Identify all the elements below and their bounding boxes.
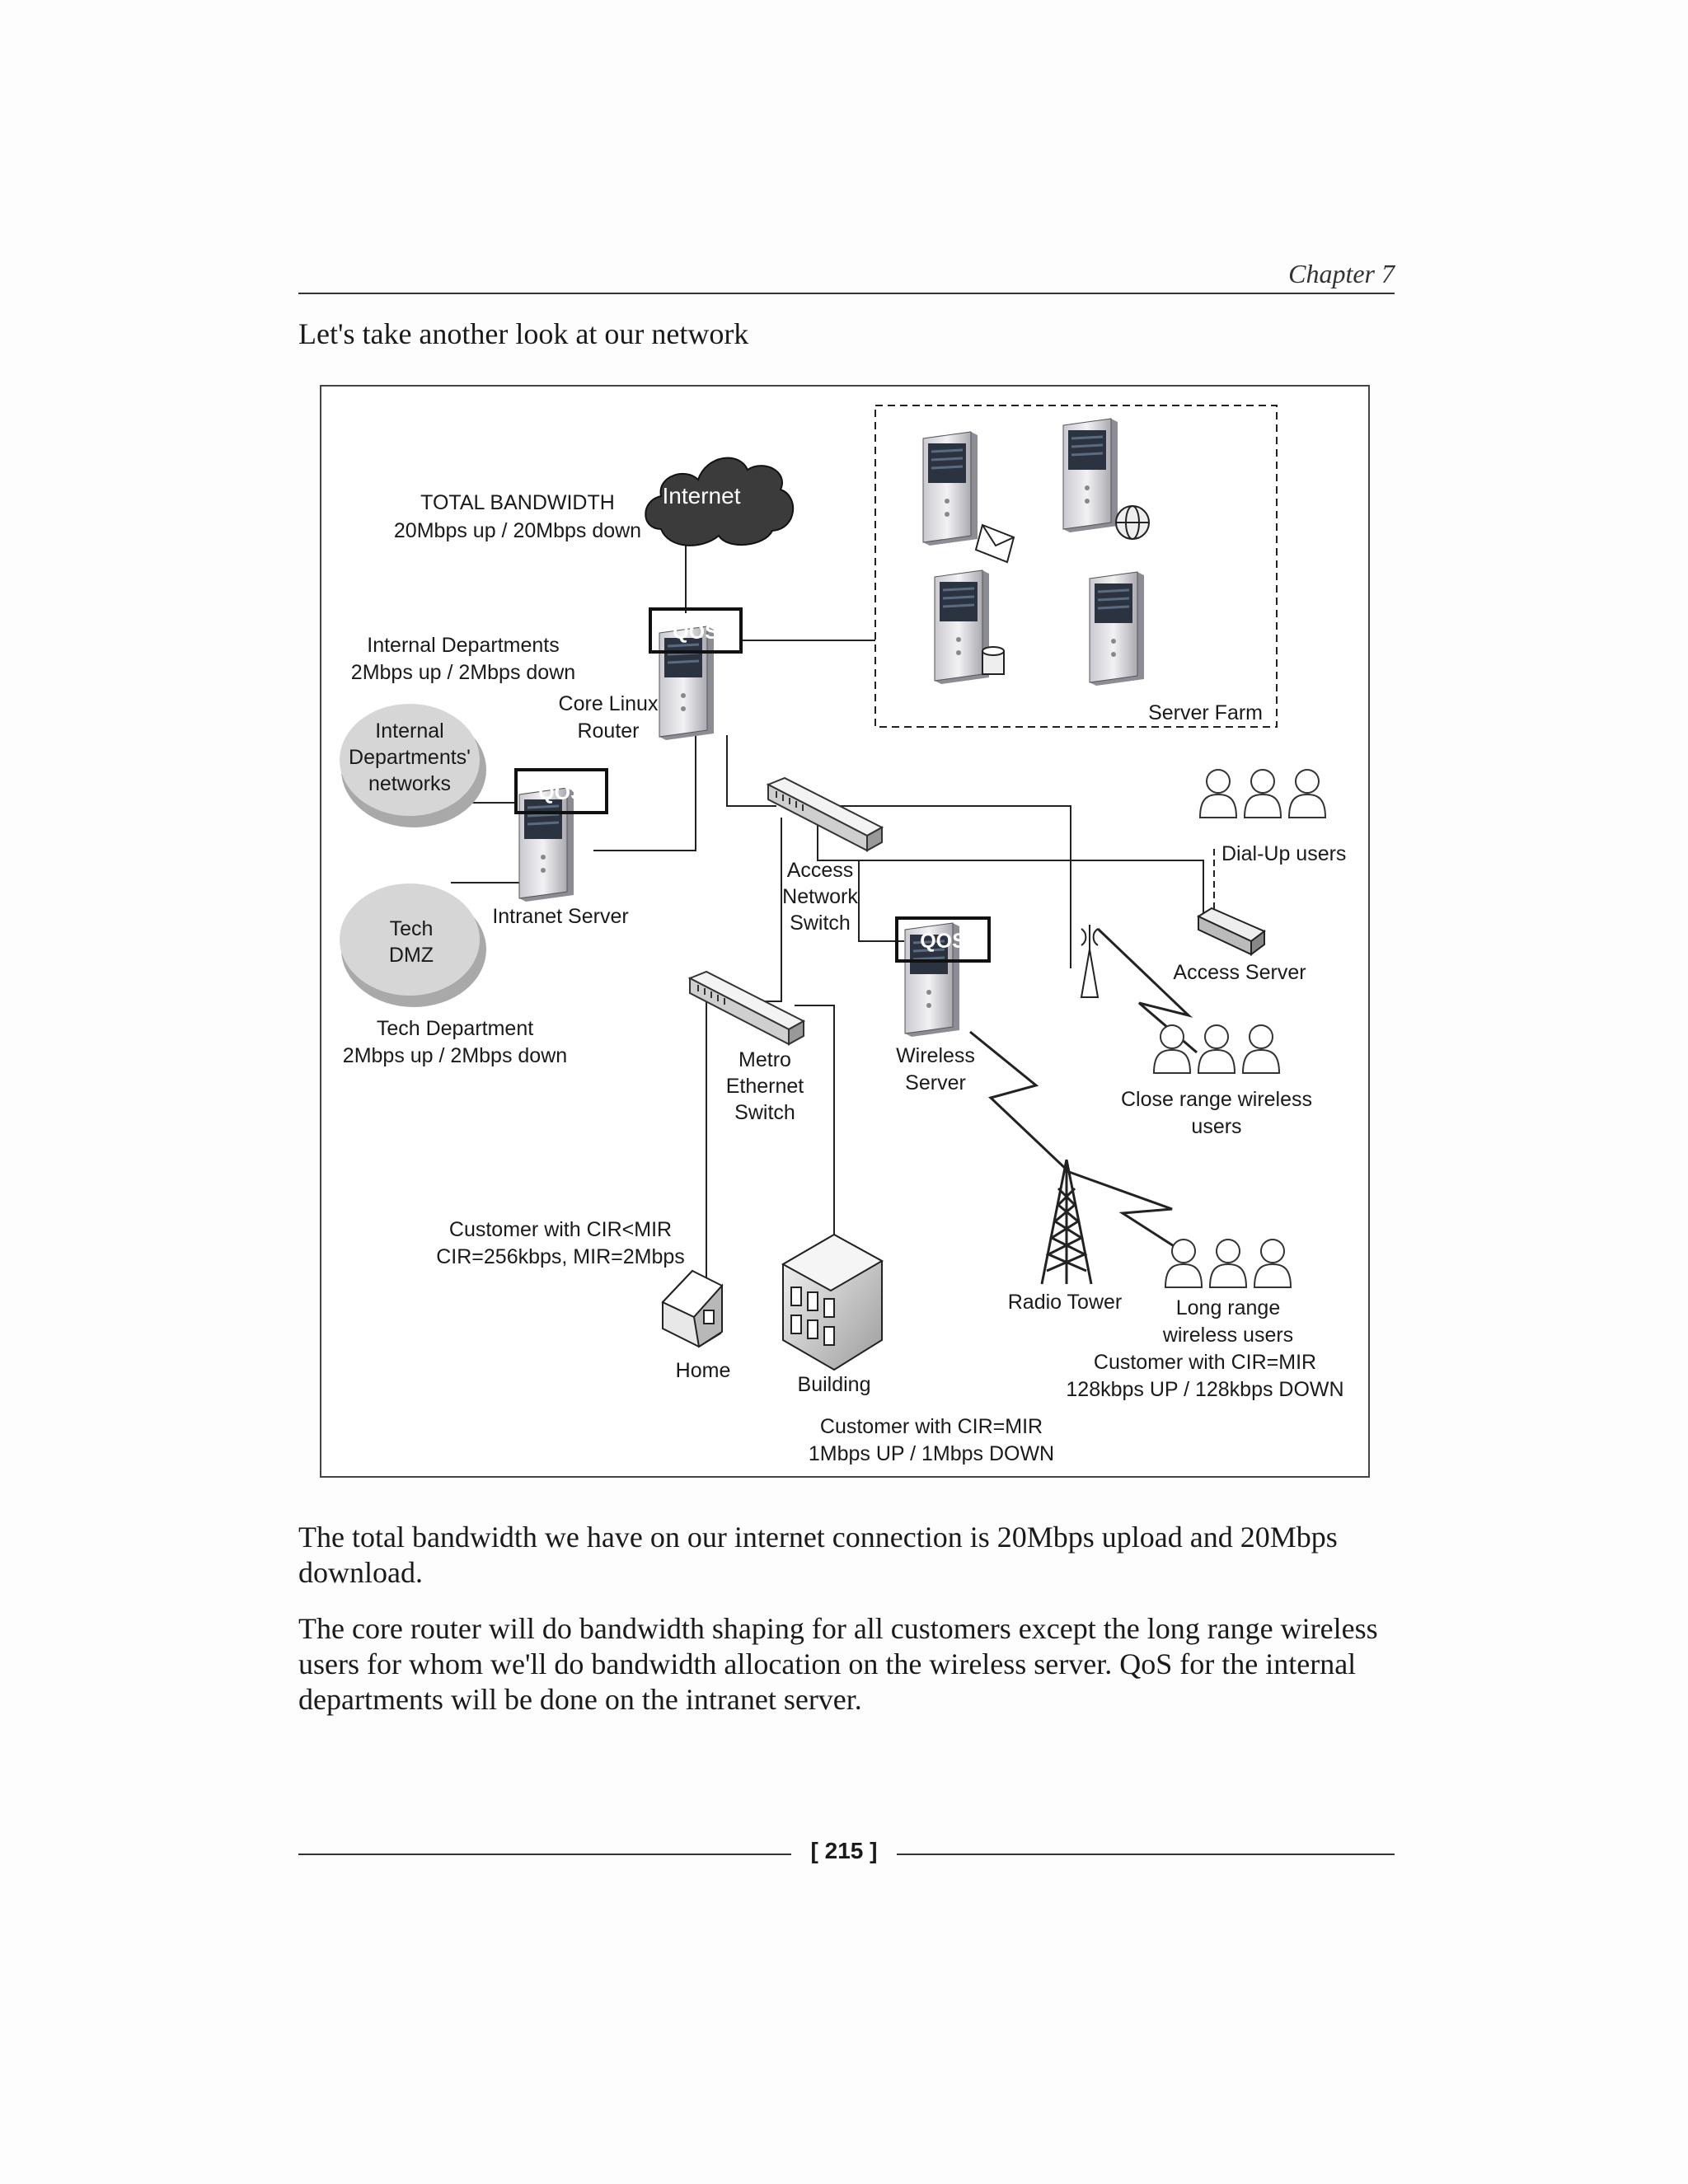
server-farm-box <box>874 405 1278 728</box>
header-rule <box>298 293 1395 294</box>
database-server <box>933 569 991 686</box>
customer-cir-mir-line1: Customer with CIR<MIR <box>449 1218 672 1241</box>
building-icon <box>781 1233 884 1371</box>
access-switch-line3: Switch <box>790 912 851 935</box>
internal-departments-line1: Internal Departments <box>367 634 559 657</box>
metro-switch-line3: Switch <box>734 1101 795 1124</box>
core-router-qos-label: QOS <box>673 621 719 644</box>
access-switch-line2: Network <box>782 885 858 908</box>
chapter-header: Chapter 7 <box>1288 259 1395 288</box>
long-range-line3: Customer with CIR=MIR <box>1094 1351 1316 1374</box>
wireless-server-line1: Wireless <box>896 1044 975 1067</box>
web-server <box>1062 417 1119 534</box>
network-diagram: Server Farm Internet TOTAL BANDWIDTH 20M… <box>320 385 1370 1478</box>
internal-networks-disc <box>340 704 486 827</box>
building-label: Building <box>798 1373 871 1396</box>
radio-tower-icon <box>1040 1159 1093 1285</box>
customer-cir-mir-line2: CIR=256kbps, MIR=2Mbps <box>436 1245 685 1268</box>
internet-label: Internet <box>663 483 741 509</box>
tech-department-line1: Tech Department <box>377 1017 533 1040</box>
page-number: [ 215 ] <box>810 1838 878 1863</box>
building-customer-line2: 1Mbps UP / 1Mbps DOWN <box>809 1442 1054 1465</box>
close-range-line1: Close range wireless <box>1121 1088 1312 1111</box>
access-server-label: Access Server <box>1173 961 1306 984</box>
internet-cloud-icon: Internet <box>645 457 795 546</box>
paragraph-1: The total bandwidth we have on our inter… <box>298 1521 1338 1589</box>
total-bandwidth-line2: 20Mbps up / 20Mbps down <box>394 519 641 542</box>
long-range-line2: wireless users <box>1162 1324 1293 1347</box>
footer-rule-right <box>897 1854 1395 1855</box>
building-customer-line1: Customer with CIR=MIR <box>820 1415 1043 1438</box>
home-icon <box>661 1269 724 1348</box>
paragraph-2: The core router will do bandwidth shapin… <box>298 1612 1378 1716</box>
dialup-users-icon <box>1199 769 1326 818</box>
file-server <box>1088 570 1146 687</box>
access-server-icon <box>1196 907 1266 956</box>
access-switch-line1: Access <box>787 859 854 882</box>
core-router-label-line2: Router <box>577 719 639 743</box>
internal-networks-line2: Departments' <box>349 746 471 769</box>
intro-sentence: Let's take another look at our network <box>298 317 749 350</box>
internal-networks-line3: networks <box>368 772 451 795</box>
intranet-qos-box <box>514 768 608 814</box>
radio-tower-label: Radio Tower <box>1008 1291 1123 1314</box>
tech-dmz-line2: DMZ <box>389 944 434 967</box>
internal-departments-line2: 2Mbps up / 2Mbps down <box>351 661 575 684</box>
close-range-users-icon <box>1153 1024 1280 1074</box>
antenna-icon <box>1080 925 1100 998</box>
long-range-users-icon <box>1165 1239 1292 1288</box>
core-router-qos-box <box>649 607 743 654</box>
long-range-line4: 128kbps UP / 128kbps DOWN <box>1066 1378 1343 1401</box>
close-range-line2: users <box>1191 1115 1241 1138</box>
dialup-users-label: Dial-Up users <box>1221 842 1346 865</box>
total-bandwidth-line1: TOTAL BANDWIDTH <box>420 491 615 514</box>
globe-icon <box>1115 505 1150 540</box>
home-label: Home <box>676 1359 731 1382</box>
metro-switch-line1: Metro <box>738 1048 791 1071</box>
intranet-server-label: Intranet Server <box>492 905 628 928</box>
wireless-qos-label: QOS <box>920 930 966 953</box>
tech-dmz-disc <box>340 883 486 1007</box>
metro-switch-line2: Ethernet <box>726 1075 804 1098</box>
intranet-qos-label: QOS <box>538 781 584 804</box>
tech-dmz-line1: Tech <box>390 917 434 940</box>
long-range-line1: Long range <box>1176 1296 1281 1319</box>
database-icon <box>982 646 1005 675</box>
footer-rule-left <box>298 1854 791 1855</box>
server-farm-label: Server Farm <box>1148 701 1263 724</box>
intranet-server <box>518 786 575 903</box>
access-network-switch <box>767 777 883 851</box>
tech-department-line2: 2Mbps up / 2Mbps down <box>343 1044 567 1067</box>
mail-server <box>921 430 979 547</box>
wireless-qos-box <box>895 916 991 963</box>
core-router-label-line1: Core Linux <box>559 692 659 715</box>
internal-networks-line1: Internal <box>375 719 443 743</box>
wireless-server-line2: Server <box>905 1071 966 1094</box>
